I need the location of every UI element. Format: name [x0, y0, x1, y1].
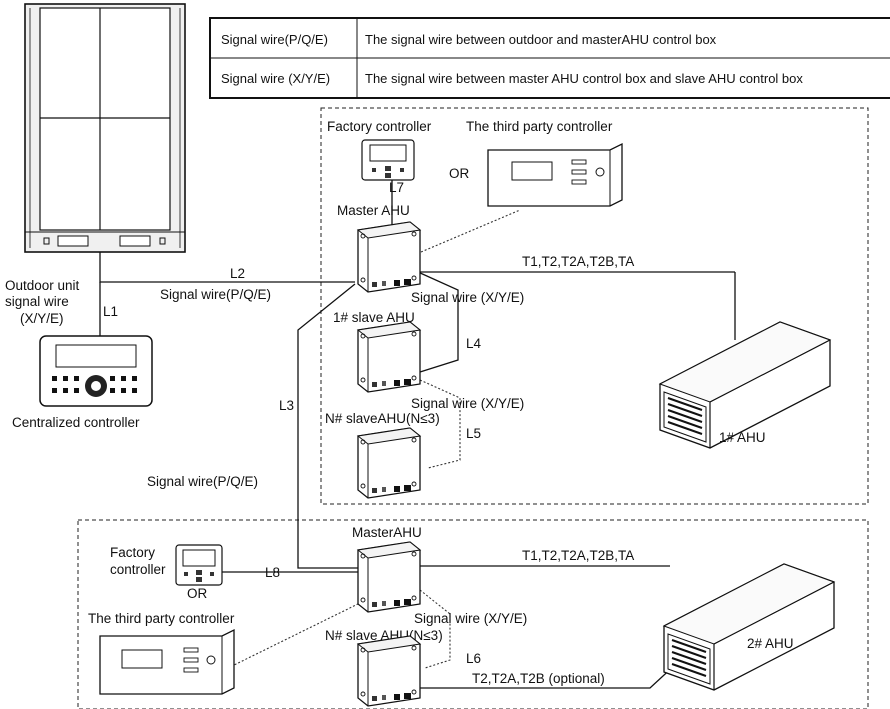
- legend-row-2-name: Signal wire (X/Y/E): [221, 71, 330, 86]
- wire-label-l6: L6: [466, 651, 481, 666]
- third-party-top-label: The third party controller: [466, 119, 613, 134]
- ahu-2-label: 2# AHU: [747, 636, 794, 651]
- nslave-ahu-control-box-top: [357, 427, 421, 499]
- centralized-controller: [39, 335, 153, 407]
- third-party-bottom-label: The third party controller: [88, 611, 235, 626]
- third-party-controller-bottom: [99, 628, 235, 695]
- ahu-2-unit: [663, 563, 835, 691]
- factory-controller-top: [361, 139, 415, 181]
- sensors-bottom-label: T1,T2,T2A,T2B,TA: [522, 548, 634, 563]
- signal-wire-legend-table: Signal wire(P/Q/E) The signal wire betwe…: [209, 17, 890, 99]
- master-ahu-bottom-label: MasterAHU: [352, 525, 422, 540]
- slave1-ahu-control-box: [357, 321, 421, 393]
- centralized-controller-label: Centralized controller: [12, 415, 140, 430]
- outdoor-signal-label-1: Outdoor unit: [5, 278, 80, 293]
- outdoor-unit: [24, 3, 186, 253]
- legend-row-2-desc: The signal wire between master AHU contr…: [365, 71, 803, 86]
- wire-label-l1: L1: [103, 304, 118, 319]
- outdoor-signal-label-2: signal wire: [5, 294, 69, 309]
- system-1-boundary: [320, 107, 869, 505]
- optional-sensors-label: T2,T2A,T2B (optional): [472, 671, 605, 686]
- wire-label-l2: L2: [230, 266, 245, 281]
- master-ahu-top-label: Master AHU: [337, 203, 410, 218]
- legend-row-1-name: Signal wire(P/Q/E): [221, 32, 328, 47]
- or-bottom-label: OR: [187, 586, 208, 601]
- signal-wires: [99, 178, 736, 689]
- signal-pqe-top-label: Signal wire(P/Q/E): [160, 287, 271, 302]
- dotted-wires: [227, 209, 521, 669]
- signal-xye-1-label: Signal wire (X/Y/E): [411, 290, 524, 305]
- factory-controller-bottom-label-1: Factory: [110, 545, 155, 560]
- system-2-boundary: [77, 519, 869, 709]
- slave1-ahu-label: 1# slave AHU: [333, 310, 415, 325]
- factory-controller-bottom-label-2: controller: [110, 562, 166, 577]
- wire-label-l5: L5: [466, 426, 481, 441]
- or-top-label: OR: [449, 166, 470, 181]
- wire-label-l3: L3: [279, 398, 294, 413]
- factory-controller-bottom: [175, 544, 223, 586]
- wire-label-l4: L4: [466, 336, 482, 351]
- legend-row-1-desc: The signal wire between outdoor and mast…: [365, 32, 717, 47]
- signal-pqe-mid-label: Signal wire(P/Q/E): [147, 474, 258, 489]
- nslave-top-label: N# slaveAHU(N≤3): [325, 411, 440, 426]
- master-ahu-control-box-top: [357, 221, 421, 293]
- factory-controller-top-label: Factory controller: [327, 119, 432, 134]
- master-ahu-control-box-bottom: [357, 541, 421, 613]
- third-party-controller-top: [487, 142, 623, 207]
- outdoor-signal-label-3: (X/Y/E): [20, 311, 64, 326]
- nslave-ahu-control-box-bottom: [357, 635, 421, 707]
- wire-label-l8: L8: [265, 565, 280, 580]
- signal-xye-2-label: Signal wire (X/Y/E): [411, 396, 524, 411]
- ahu-1-label: 1# AHU: [719, 430, 766, 445]
- wire-label-l7: L7: [389, 180, 404, 195]
- signal-xye-3-label: Signal wire (X/Y/E): [414, 611, 527, 626]
- sensors-top-label: T1,T2,T2A,T2B,TA: [522, 254, 634, 269]
